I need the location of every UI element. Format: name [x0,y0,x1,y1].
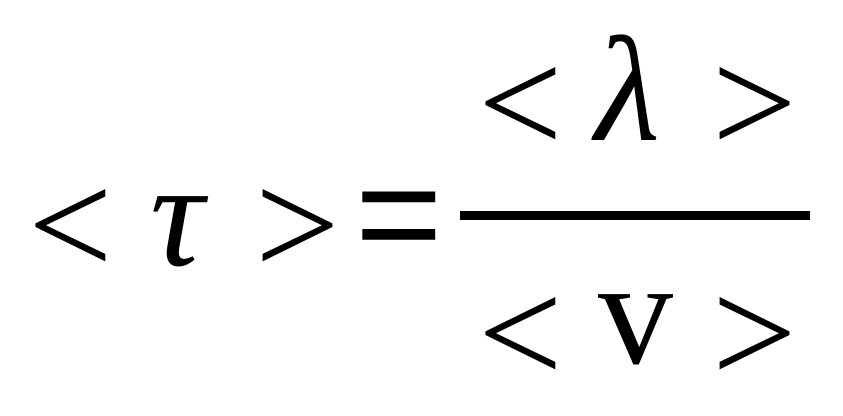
lhs-tau-symbol: τ [150,132,204,298]
equals-sign: = [355,129,443,297]
lhs-close-angle: > [255,142,340,308]
numerator-close-angle: > [712,20,797,186]
fraction-bar [460,211,810,220]
numerator-lambda-symbol: λ [595,7,660,173]
denominator-close-angle: > [712,250,797,416]
numerator-open-angle: < [478,20,563,186]
lhs-open-angle: < [28,142,113,308]
denominator-v-symbol: v [598,230,673,396]
denominator-open-angle: < [478,250,563,416]
